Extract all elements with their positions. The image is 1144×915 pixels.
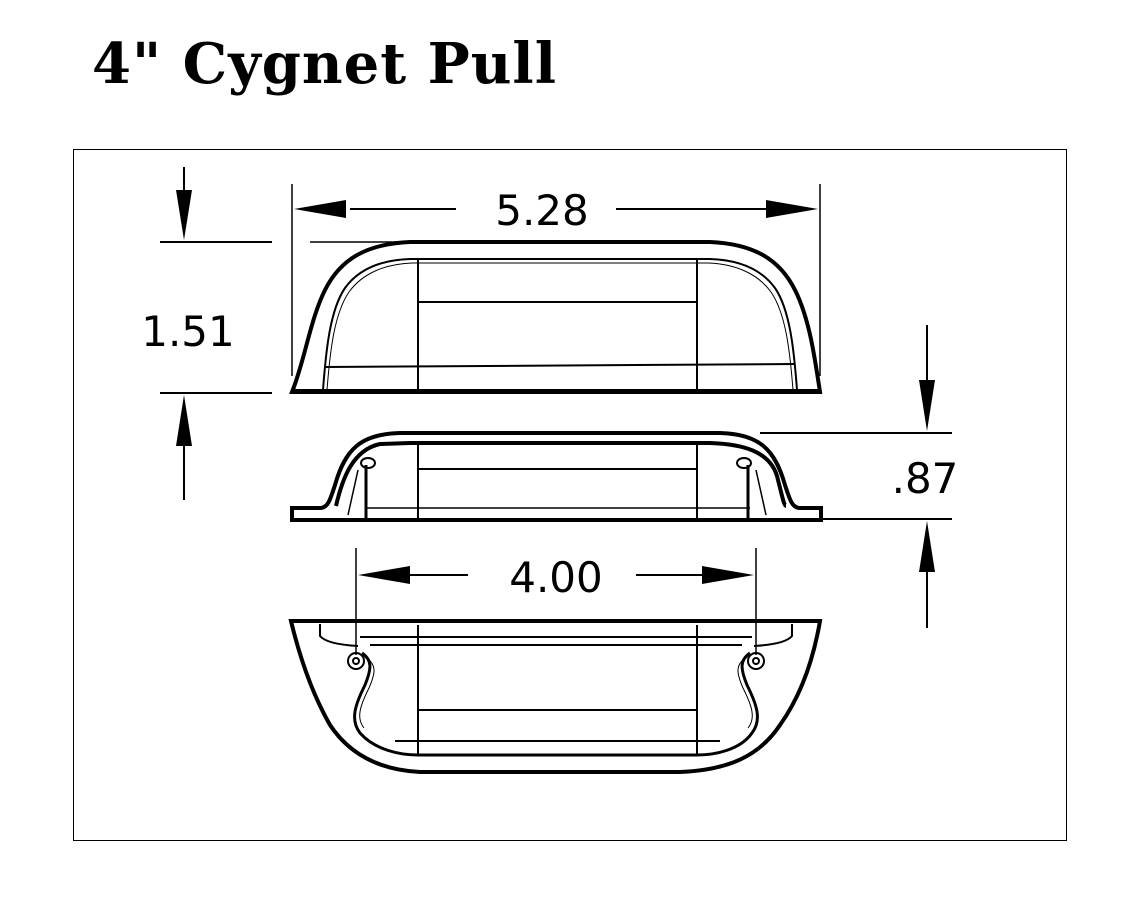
dimension-label-0-87: .87 [892, 454, 959, 503]
dimension-projection: .87 [760, 325, 958, 628]
dimension-label-1-51: 1.51 [141, 307, 235, 356]
top-view [289, 240, 823, 394]
dimension-height: 1.51 [141, 167, 272, 500]
bottom-view [288, 619, 823, 774]
side-view [290, 431, 823, 522]
page-title: 4" Cygnet Pull [92, 31, 557, 97]
screw-hole-right [747, 652, 765, 670]
dimension-label-4-00: 4.00 [509, 553, 603, 602]
dimension-hole-center: 4.00 [355, 548, 757, 655]
dimension-label-5-28: 5.28 [495, 186, 589, 235]
screw-hole-left [347, 652, 365, 670]
drawing-frame [73, 149, 1067, 841]
dimension-overall-length: 5.28 [291, 184, 821, 376]
